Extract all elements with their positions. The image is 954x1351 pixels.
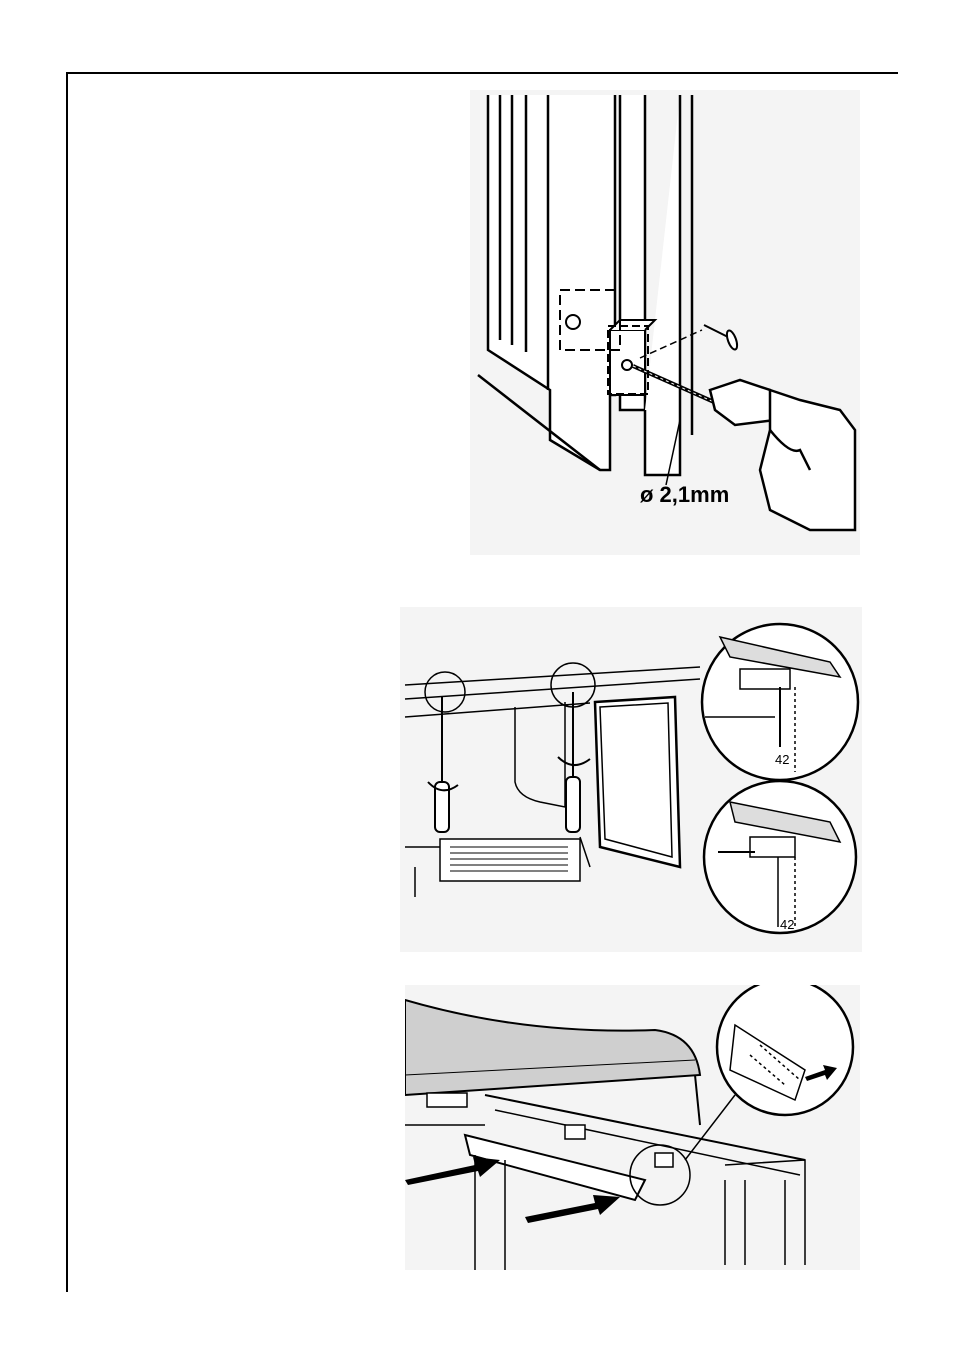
drill-illustration: ø 2,1mm bbox=[470, 90, 860, 555]
drill-diameter-label: ø 2,1mm bbox=[640, 482, 729, 507]
figure-door-fitting bbox=[405, 985, 860, 1270]
page-left-rule bbox=[66, 72, 68, 1292]
hinge-adjustment-illustration: 42 42 bbox=[400, 607, 862, 952]
page-top-rule bbox=[66, 72, 898, 74]
door-fitting-illustration bbox=[405, 985, 860, 1270]
dimension-label-top: 42 bbox=[775, 752, 789, 767]
dimension-label-bottom: 42 bbox=[780, 917, 794, 932]
figure-drill-hole: ø 2,1mm bbox=[470, 90, 860, 555]
figure-hinge-adjustment: 42 42 bbox=[400, 607, 862, 952]
